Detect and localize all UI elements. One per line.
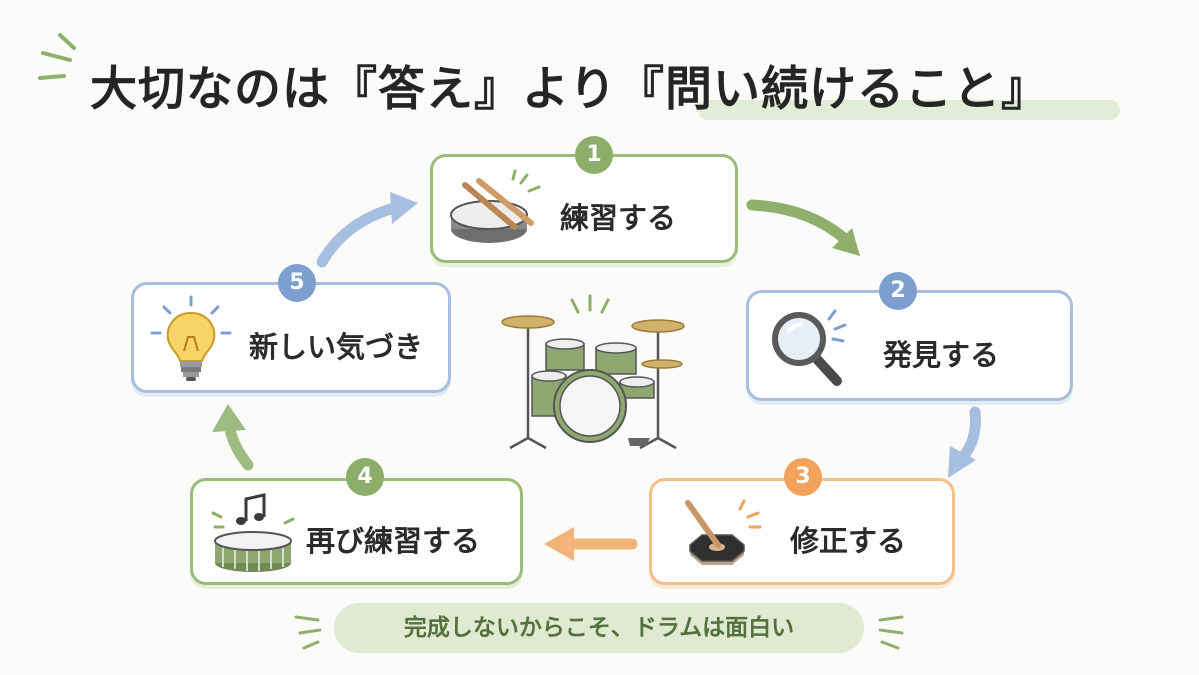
step-number-badge-5: 5 [278, 264, 316, 302]
footer-spark-right-icon [878, 615, 904, 650]
step-card-1: 練習する [430, 154, 738, 263]
step-number-badge-1: 1 [575, 136, 613, 174]
arrow-step2-to-step3 [956, 406, 981, 464]
step-label-4: 再び練習する [306, 524, 481, 558]
step-label-2: 発見する [883, 338, 1000, 372]
step-number-badge-2: 2 [879, 272, 917, 310]
arrow-head-3-4 [544, 527, 574, 561]
step-label-1: 練習する [560, 201, 677, 235]
arrow-head-4-5 [212, 404, 246, 432]
step-label-3: 修正する [790, 524, 907, 558]
arrow-head-5-1 [390, 192, 418, 224]
page-title: 大切なのは『答え』より『問い続けること』 [90, 62, 1050, 117]
light-bulb-icon [150, 295, 232, 381]
step-label-5: 新しい気づき [249, 330, 424, 364]
magnifier-icon [772, 309, 847, 386]
footer-message: 完成しないからこそ、ドラムは面白い [334, 603, 864, 653]
snare-drum-music-note-icon [211, 493, 295, 572]
arrow-step5-to-step1 [316, 202, 400, 268]
step-number-badge-4: 4 [346, 458, 384, 496]
arrow-step1-to-step2 [746, 199, 852, 246]
arrow-head-1-2 [832, 228, 860, 256]
practice-pad-icon [685, 499, 762, 565]
step-number-badge-3: 3 [784, 458, 822, 496]
title-spark-icon [38, 33, 76, 80]
arrow-head-2-3 [948, 446, 976, 478]
step-card-2: 発見する [746, 290, 1073, 401]
title-highlight [698, 100, 1120, 120]
footer-spark-left-icon [294, 615, 322, 650]
drum-pad-with-sticks-icon [450, 169, 541, 243]
drum-kit-icon [501, 294, 685, 450]
title-area: 大切なのは『答え』より『問い続けること』 [0, 40, 1199, 130]
